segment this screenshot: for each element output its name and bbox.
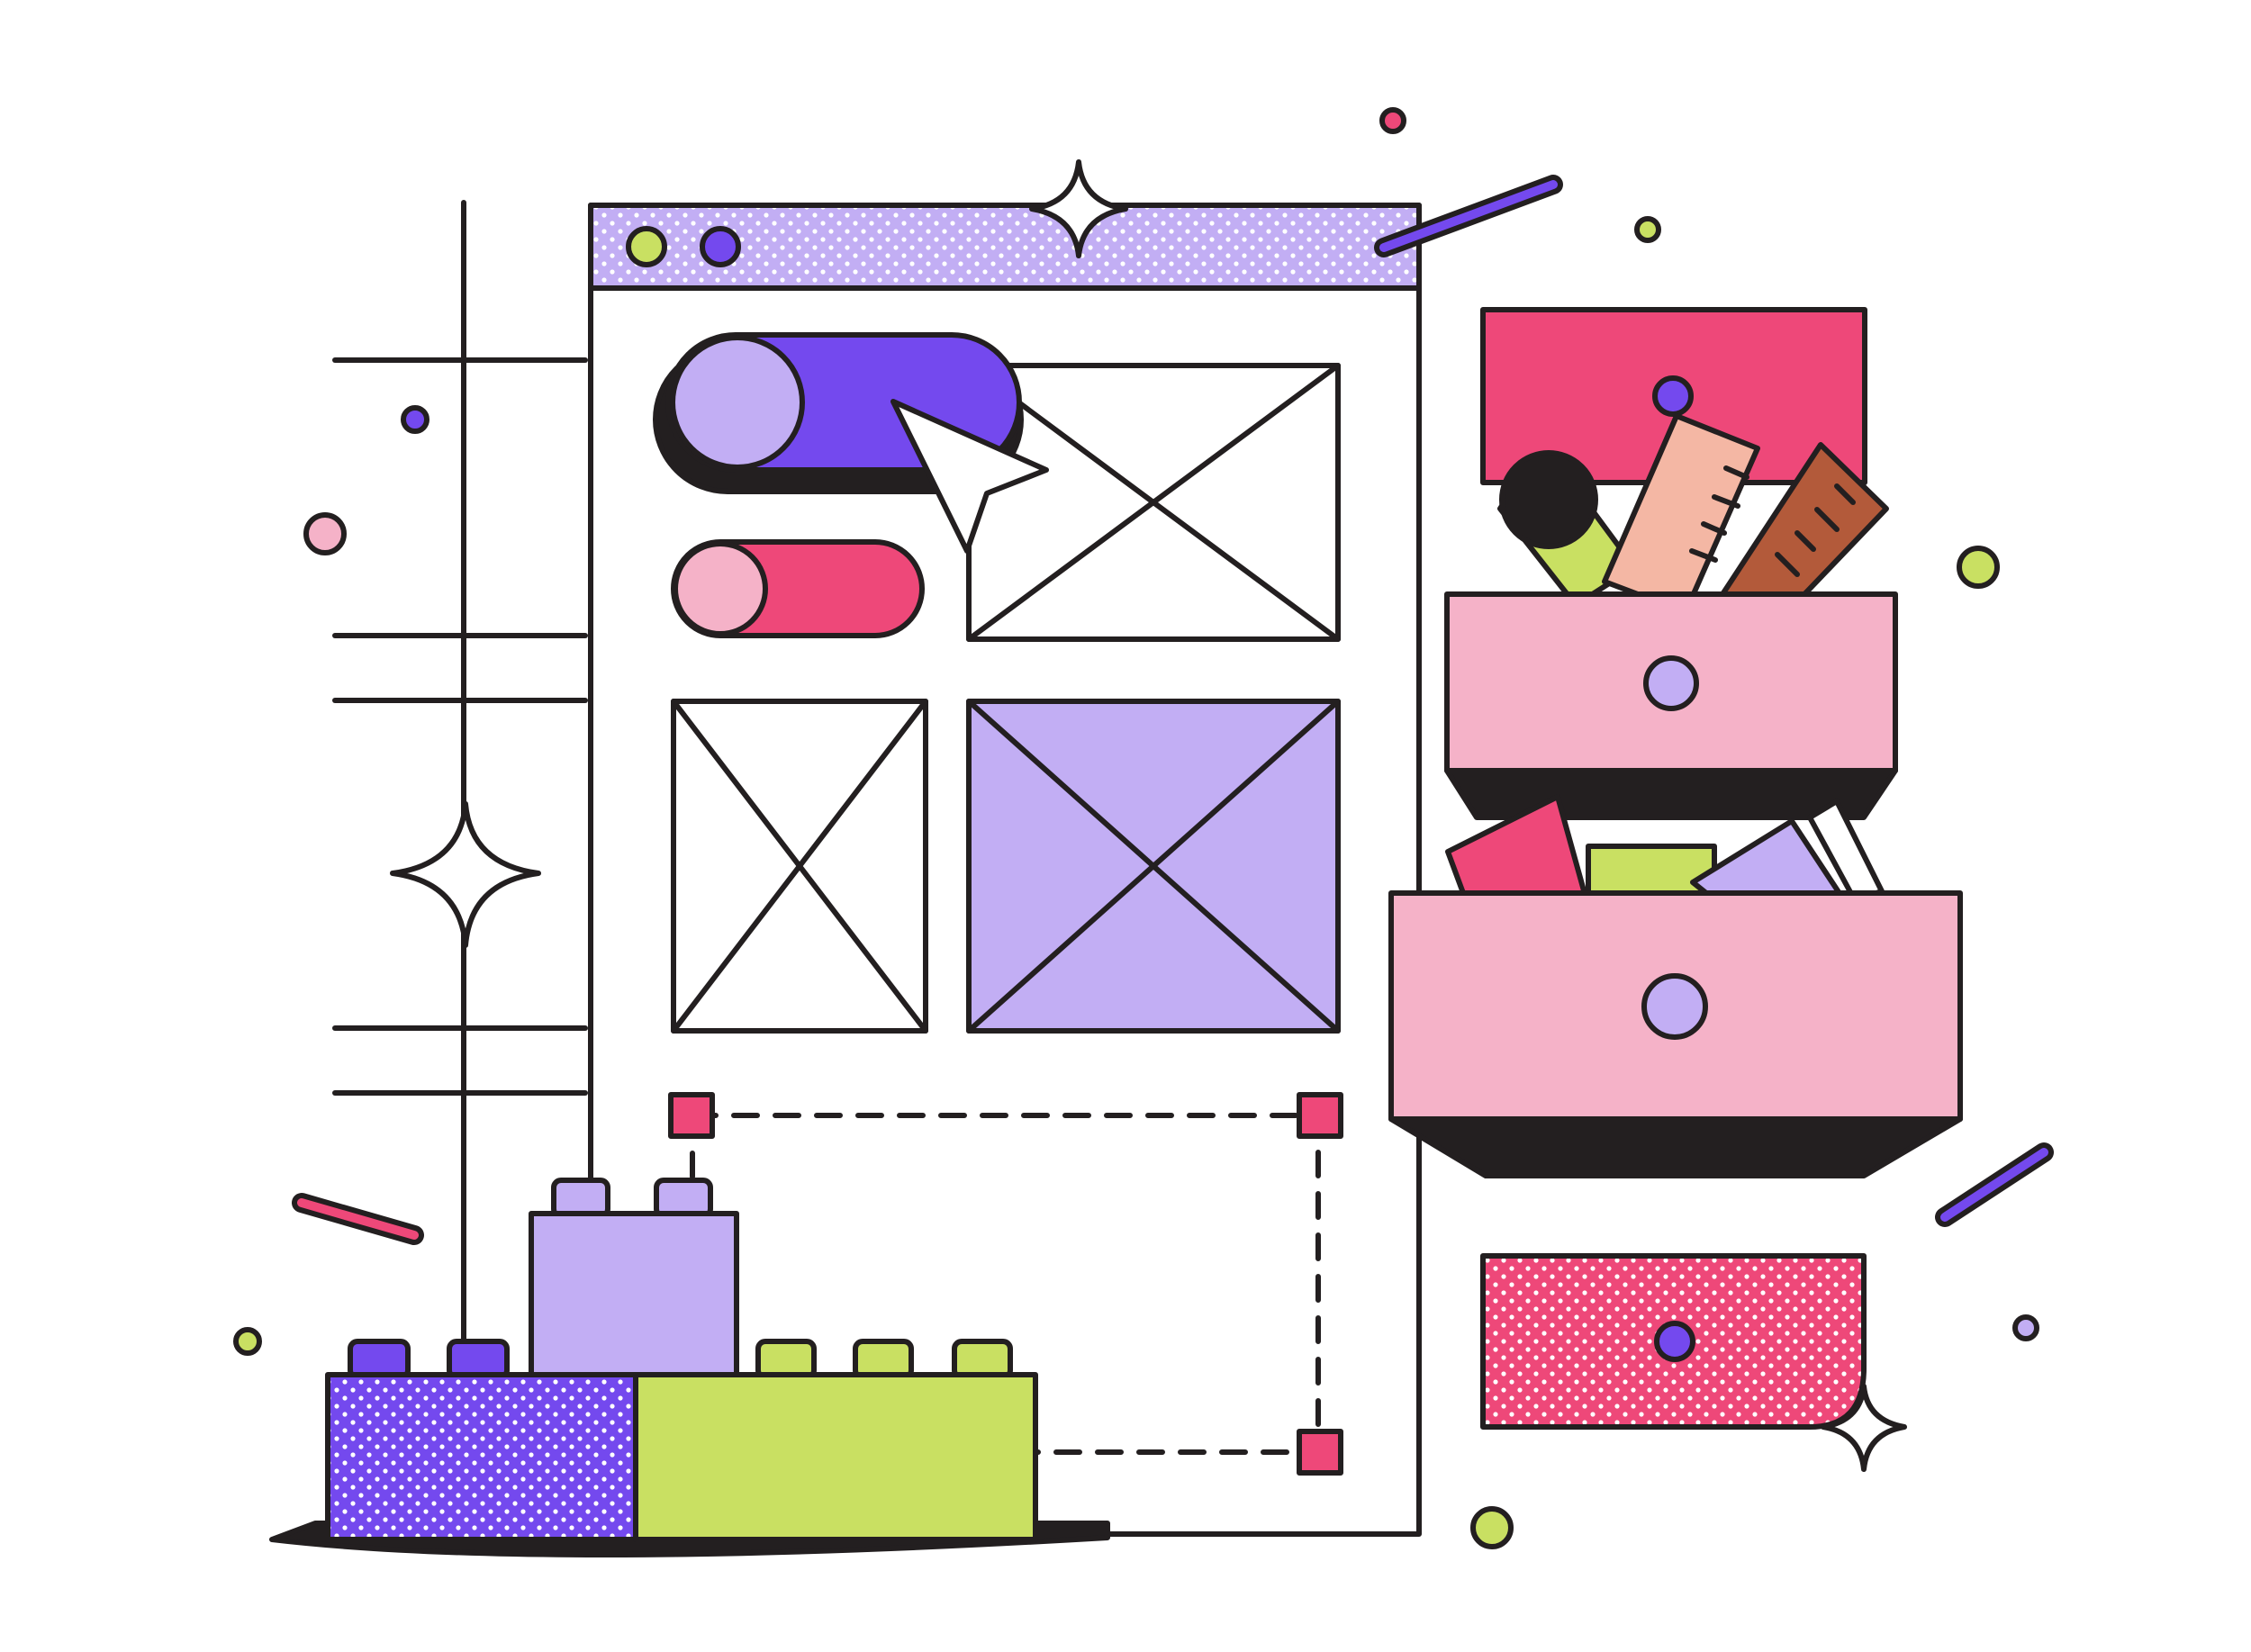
selection-handle[interactable]	[668, 1092, 715, 1139]
toggle-knob	[673, 541, 768, 636]
image-placeholder-bottom-left[interactable]	[671, 699, 928, 1034]
toggle-knob	[670, 335, 805, 470]
drawer-knob[interactable]	[1641, 973, 1708, 1040]
confetti-dashes	[292, 175, 2054, 1245]
image-placeholder-top[interactable]	[966, 363, 1341, 642]
selection-handle[interactable]	[1297, 1429, 1343, 1476]
sparkle-icon	[390, 801, 541, 948]
window-dot-purple[interactable]	[700, 226, 741, 267]
drawer-open-lower[interactable]	[1388, 890, 1963, 1178]
block-lime	[633, 1372, 1038, 1542]
cursor-arrow-icon	[890, 399, 1049, 554]
guide-lines	[332, 200, 588, 1344]
drawer-knob[interactable]	[1643, 655, 1699, 711]
window-dot-lime[interactable]	[626, 226, 667, 267]
drawer-open-middle[interactable]	[1444, 591, 1898, 820]
drawer-cabinet	[1388, 307, 1963, 1472]
sparkle-icon	[1029, 159, 1128, 258]
drawer-knob[interactable]	[1654, 1321, 1695, 1362]
sparkle-icon	[1821, 1384, 1907, 1472]
image-placeholder-bottom-right[interactable]	[966, 699, 1341, 1034]
building-blocks	[269, 1178, 1110, 1558]
confetti-dots	[233, 107, 2039, 1549]
toggle-switch-pink[interactable]	[671, 539, 925, 638]
selection-handle[interactable]	[1297, 1092, 1343, 1139]
drawer-tools	[1497, 413, 1889, 615]
block-lavender	[529, 1211, 739, 1378]
drawer-knob[interactable]	[1652, 375, 1694, 417]
drawer-bottom[interactable]	[1480, 1253, 1867, 1430]
